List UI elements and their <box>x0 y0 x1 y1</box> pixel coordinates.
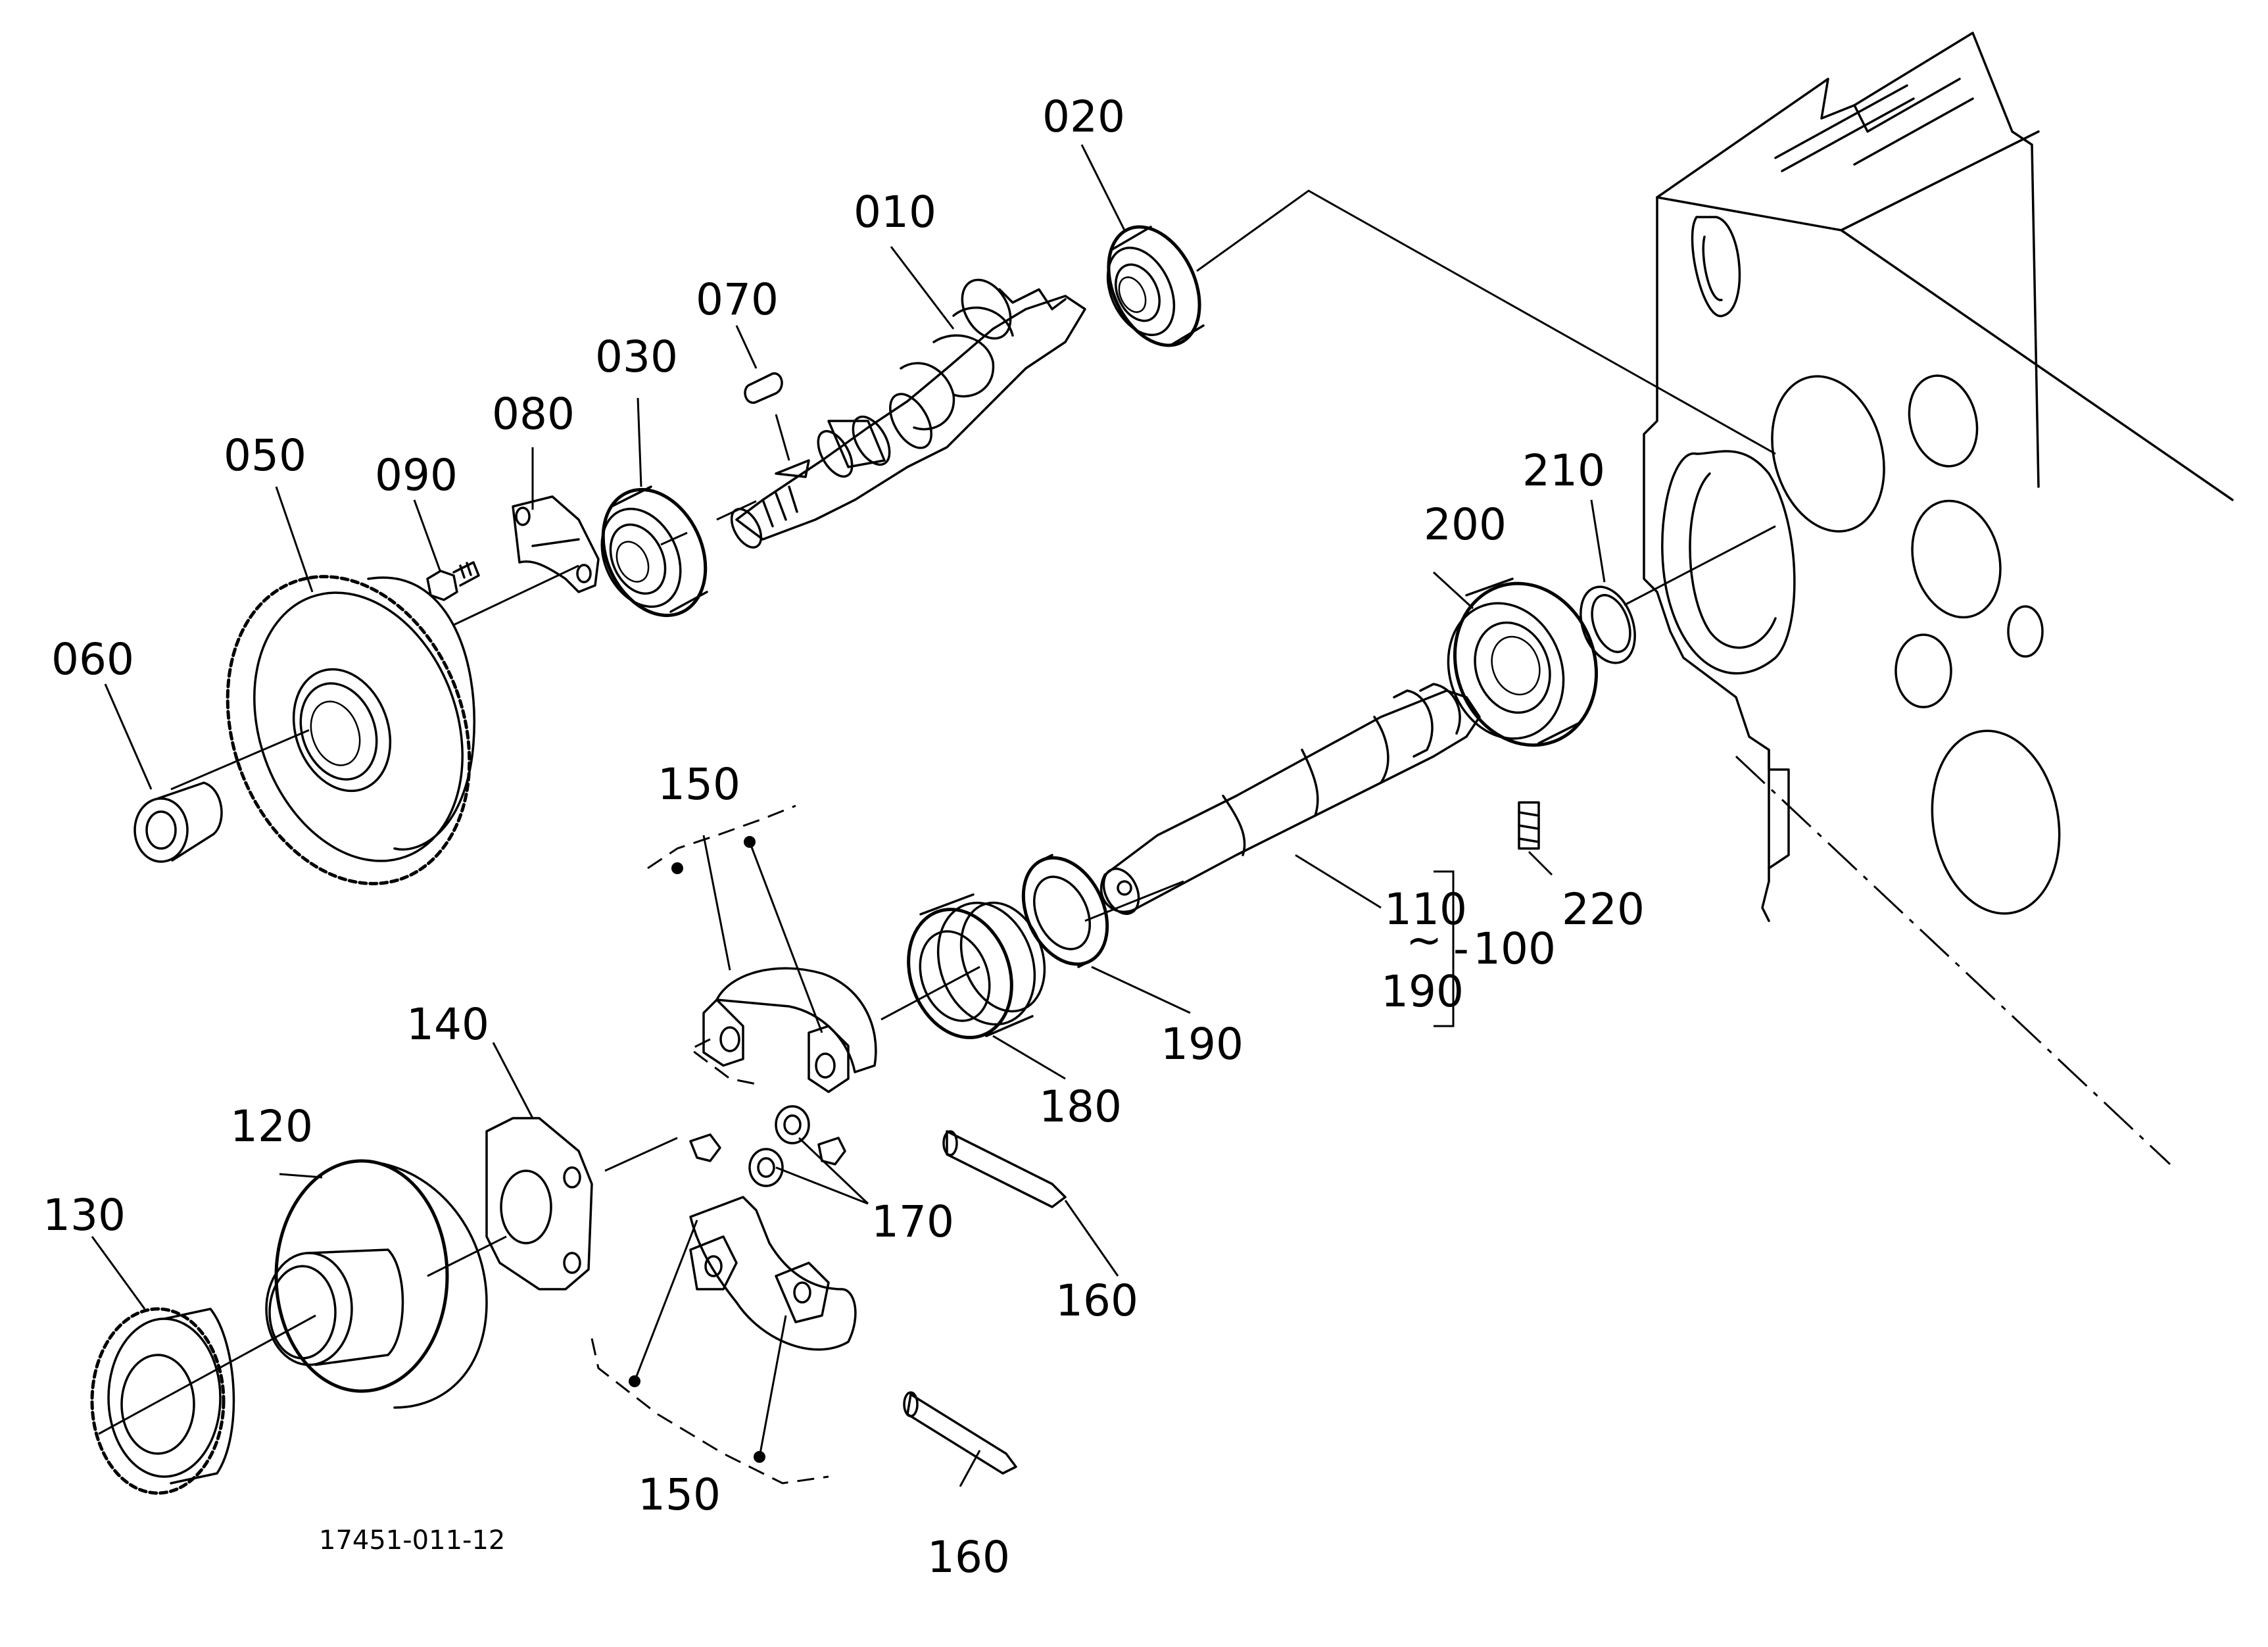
callout-170: 170 <box>871 1196 954 1247</box>
set-screw-220 <box>1518 801 1540 850</box>
callout-080: 080 <box>492 389 575 439</box>
snap-ring-210 <box>1580 585 1636 664</box>
callout-060: 060 <box>51 634 134 685</box>
plate-140 <box>485 1117 593 1291</box>
callout-050: 050 <box>224 430 306 481</box>
callout-140: 140 <box>406 999 489 1050</box>
bearing-020 <box>1106 225 1205 347</box>
washer-190 <box>1021 854 1109 968</box>
gear-050 <box>226 575 475 885</box>
callout-100-dash: - <box>1453 923 1469 974</box>
callout-190-range: 190 <box>1381 966 1464 1017</box>
reference-code: 17451-011-12 <box>319 1525 505 1556</box>
callout-130: 130 <box>43 1190 126 1241</box>
engine-block <box>1643 32 2234 922</box>
callout-160-top: 160 <box>1055 1275 1138 1326</box>
leader-lines <box>91 144 1606 1487</box>
range-tilde: ~ <box>1406 915 1442 966</box>
callout-100: 100 <box>1473 923 1556 974</box>
weight-holder-150-top <box>702 967 877 1093</box>
callout-180: 180 <box>1039 1081 1122 1132</box>
center-lines <box>98 189 2171 1435</box>
pin-160-top <box>942 1130 1067 1208</box>
callout-150-top: 150 <box>658 759 740 810</box>
callout-150-bottom: 150 <box>638 1469 721 1520</box>
plate-080 <box>512 495 600 593</box>
callout-090: 090 <box>375 450 458 501</box>
callout-220: 220 <box>1562 884 1645 935</box>
sleeve-180 <box>907 893 1046 1039</box>
callout-190: 190 <box>1161 1019 1243 1069</box>
callout-200: 200 <box>1424 499 1507 550</box>
bushing-060 <box>133 781 223 863</box>
gear-130 <box>90 1307 235 1495</box>
bearing-030 <box>600 485 708 618</box>
callout-160-bottom: 160 <box>927 1532 1010 1583</box>
weight-170-top <box>689 1105 846 1187</box>
callout-110: 110 <box>1384 884 1467 935</box>
drum-120 <box>265 1159 488 1409</box>
weight-holder-150-bottom <box>689 1196 857 1351</box>
group-brackets <box>591 804 1455 1485</box>
callout-010: 010 <box>854 187 936 237</box>
callout-020: 020 <box>1042 91 1125 142</box>
camshaft-010 <box>730 278 1086 549</box>
callout-070: 070 <box>696 274 779 325</box>
callout-210: 210 <box>1522 445 1605 496</box>
pin-160-bottom <box>903 1391 1017 1475</box>
callout-120: 120 <box>230 1101 313 1152</box>
bolt-090 <box>426 561 480 601</box>
callout-labels: 020 010 070 030 080 050 090 060 210 200 … <box>43 91 1645 1583</box>
governor-shaft-110 <box>1099 683 1481 915</box>
callout-030: 030 <box>595 332 678 382</box>
key-070 <box>744 372 783 404</box>
bearing-200 <box>1447 578 1599 747</box>
